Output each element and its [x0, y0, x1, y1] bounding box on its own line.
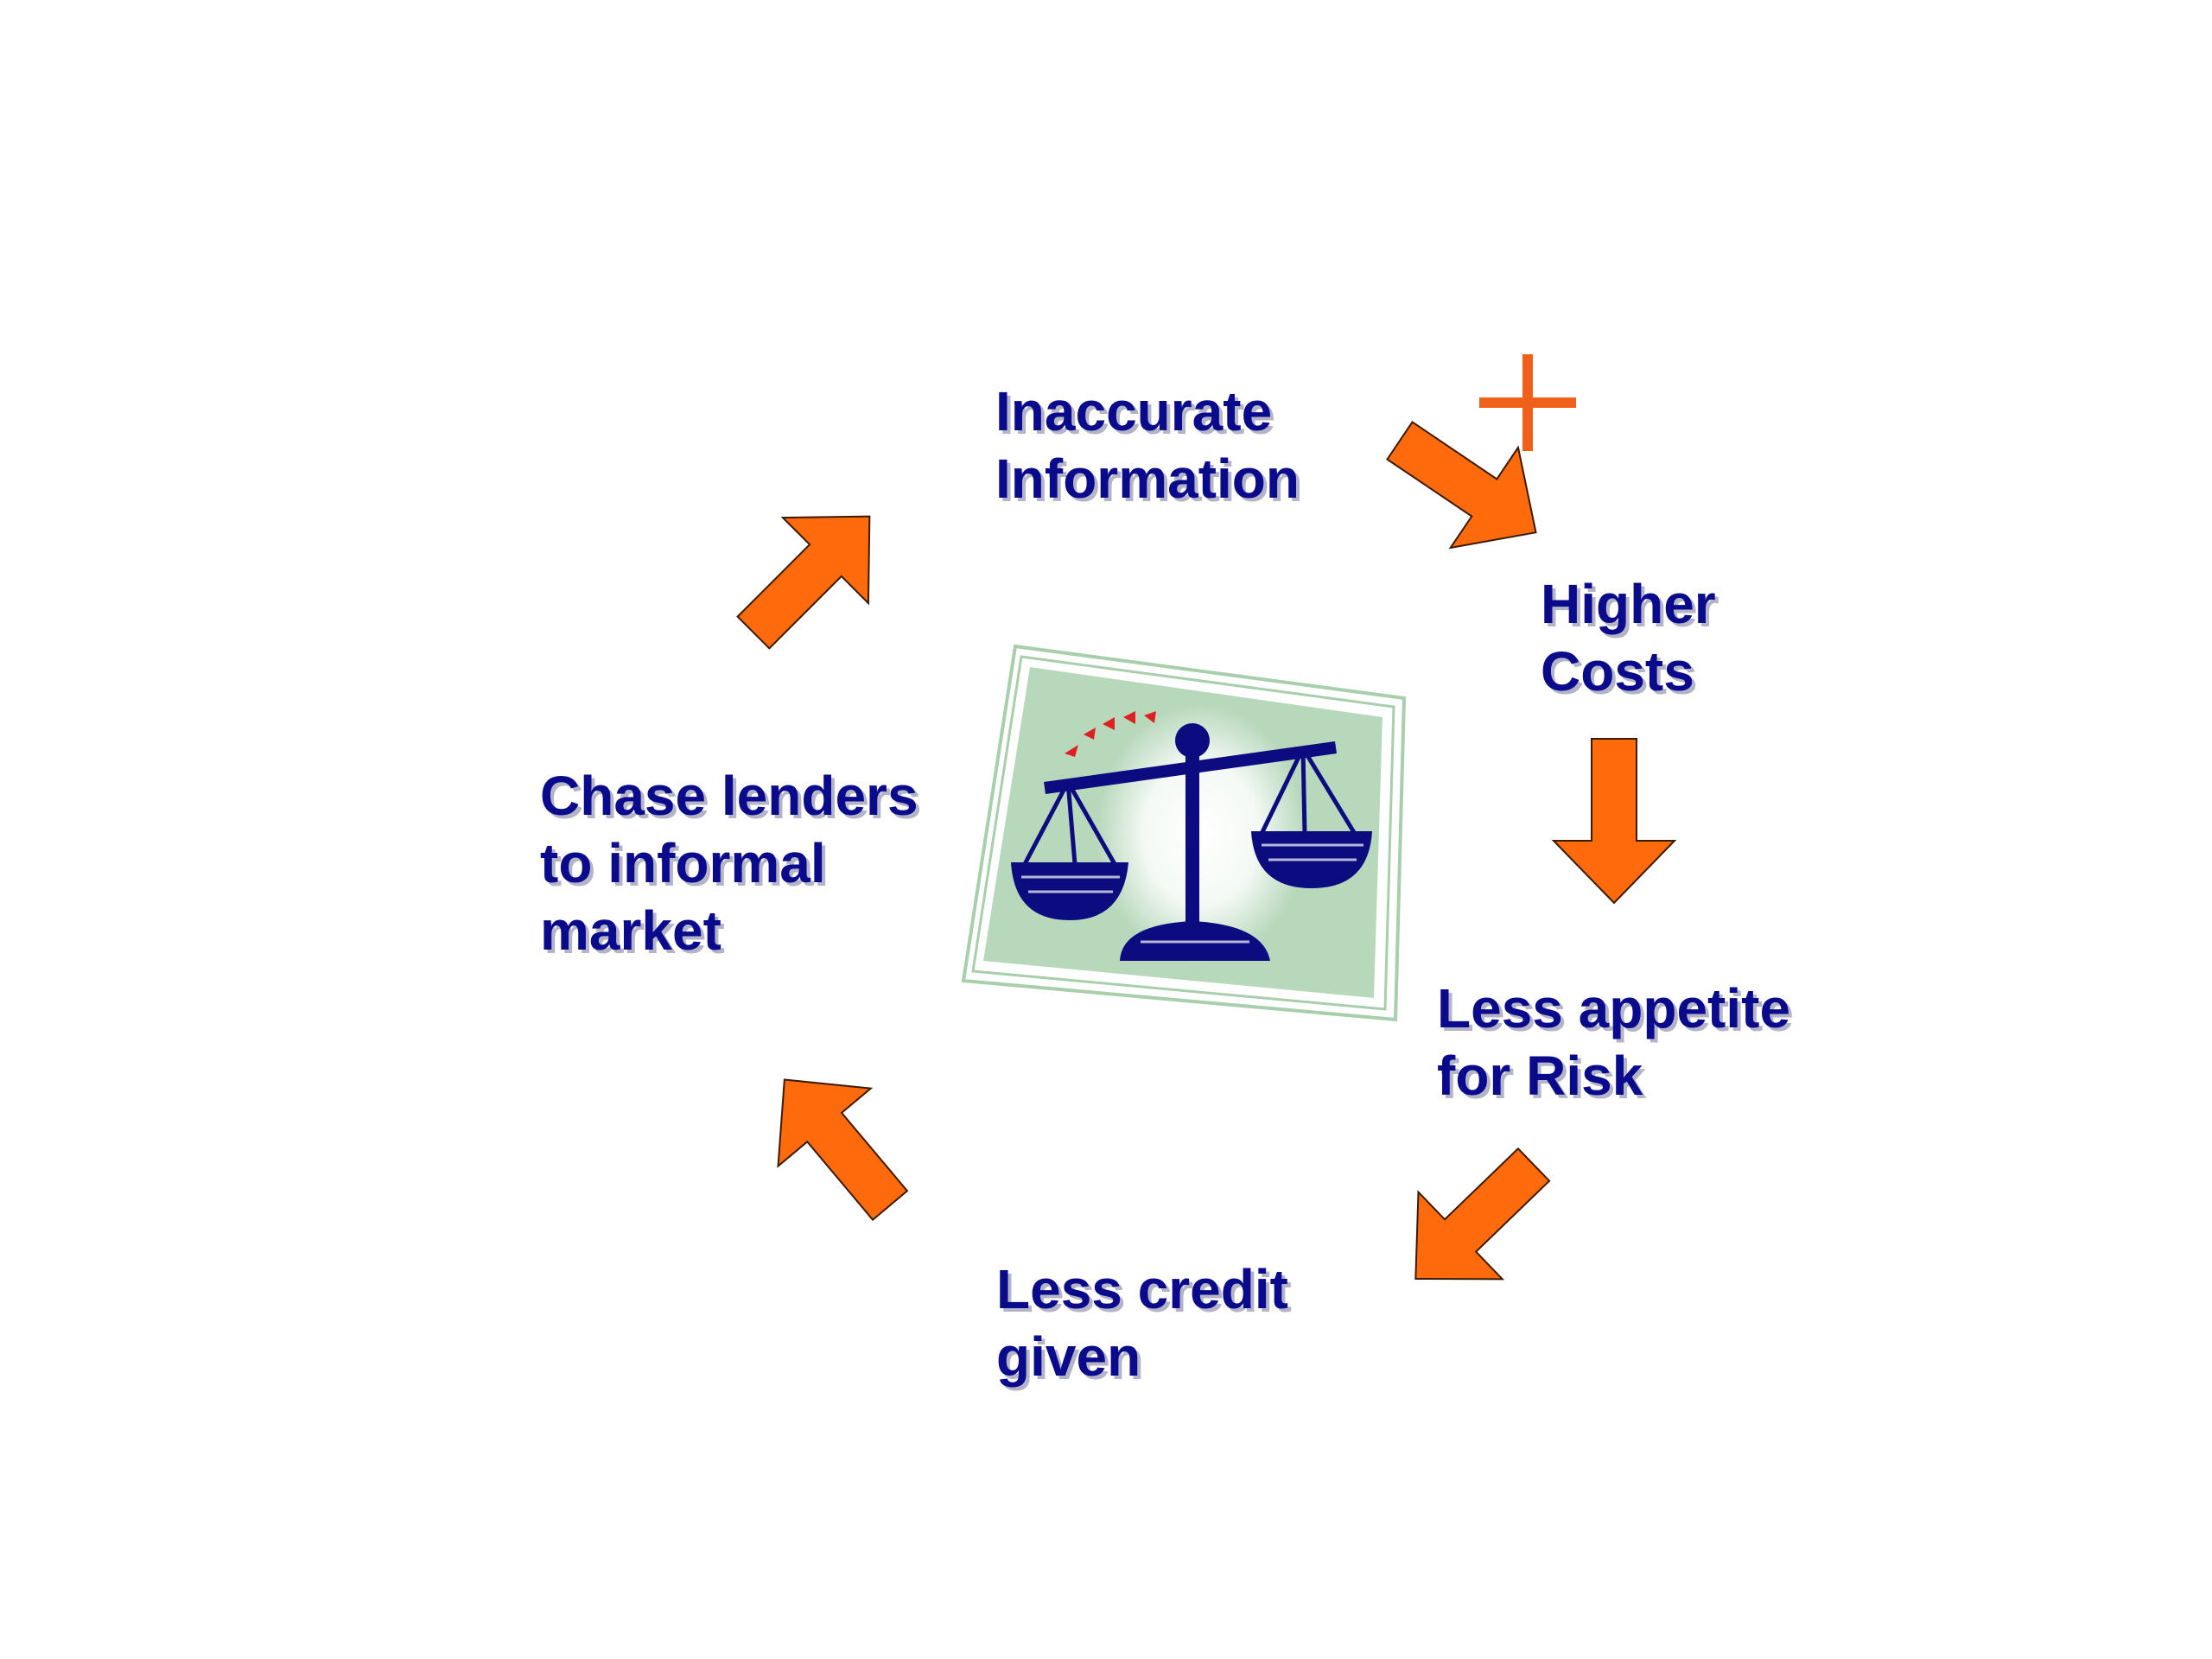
node-less-appetite-line2: for Risk	[1437, 1045, 1643, 1107]
tick-marks	[1065, 711, 1156, 757]
picture-frame-middle	[971, 655, 1395, 1011]
plus-horizontal-bar	[1479, 397, 1576, 408]
node-less-credit-line1: Less credit	[996, 1258, 1288, 1320]
plus-icon	[1479, 354, 1576, 451]
node-higher-costs: Higher Costs	[1541, 570, 1716, 705]
node-inaccurate-information-line2: Information	[995, 448, 1300, 510]
node-chase-lenders: Chase lenders to informal market	[540, 762, 918, 964]
scale-post	[1185, 745, 1199, 933]
scale-highlights	[1021, 843, 1363, 944]
node-less-appetite-line1: Less appetite	[1437, 977, 1791, 1039]
node-chase-lenders-line3: market	[540, 899, 721, 962]
node-less-credit-line2: given	[996, 1325, 1141, 1388]
node-inaccurate-information: Inaccurate Information	[995, 378, 1300, 512]
scale-pivot	[1175, 723, 1210, 758]
node-higher-costs-line2: Costs	[1541, 640, 1694, 702]
node-less-appetite: Less appetite for Risk	[1437, 975, 1790, 1109]
arrow-icon-appetite-to-credit	[1372, 1120, 1577, 1324]
right-pan-strings	[1259, 747, 1357, 836]
balance-scale-icon	[961, 644, 1407, 1022]
left-pan-strings	[1022, 780, 1117, 866]
node-chase-lenders-line1: Chase lenders	[540, 765, 918, 827]
node-inaccurate-information-line1: Inaccurate	[995, 380, 1273, 442]
picture-frame-outer	[961, 644, 1407, 1022]
arrow-icon-costs-to-appetite	[1553, 738, 1675, 904]
arrow-icon-lenders-to-information	[709, 473, 913, 677]
node-less-credit: Less credit given	[996, 1255, 1288, 1390]
node-higher-costs-line1: Higher	[1541, 573, 1716, 635]
arrow-icon-information-to-costs	[1364, 389, 1571, 584]
arrow-icon-credit-to-lenders	[737, 1039, 938, 1245]
node-chase-lenders-line2: to informal	[540, 832, 826, 894]
